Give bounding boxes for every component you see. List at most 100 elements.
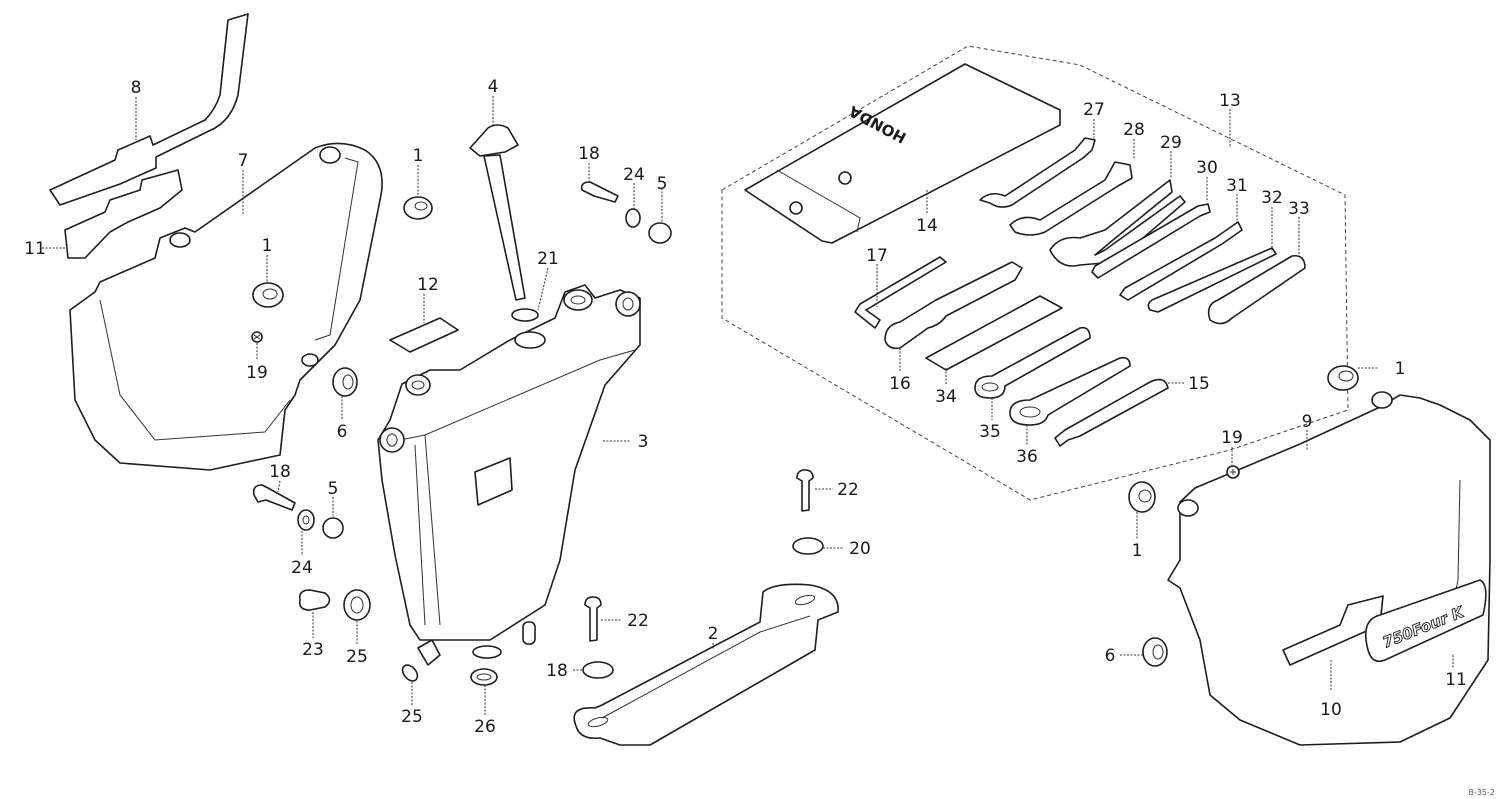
- part-30-screwdriver: [1091, 203, 1211, 279]
- ring-wrench-hole: [981, 382, 999, 392]
- cover-mount-peg-right-upper: [1371, 391, 1393, 409]
- part-11-emblem: [1364, 579, 1487, 663]
- callout-c13: 13: [1219, 91, 1241, 111]
- part-8-trim-strip: [49, 13, 249, 206]
- callout-c12: 12: [417, 275, 439, 295]
- callout-c28: 28: [1123, 120, 1145, 140]
- callout-c1a: 1: [262, 236, 273, 256]
- part-15-spanner: [1054, 378, 1169, 447]
- bracket-hole-right: [794, 594, 816, 606]
- callout-c4: 4: [488, 77, 499, 97]
- tool-bag-flap: [776, 169, 861, 233]
- callout-c19b: 19: [1221, 428, 1243, 448]
- part-29-pliers: [1049, 179, 1186, 267]
- part-6-grommet-left: [332, 367, 358, 397]
- grommet-hole: [1152, 644, 1164, 660]
- grommet-hole: [342, 374, 354, 390]
- part-25-washer-small: [401, 664, 419, 682]
- callout-c32: 32: [1261, 188, 1283, 208]
- callout-c5a: 5: [657, 174, 668, 194]
- callout-c34: 34: [935, 387, 957, 407]
- leader-lines: [42, 96, 1454, 715]
- left-side-cover-group: [49, 13, 433, 471]
- part-1-grommet-left: [252, 282, 284, 308]
- screw-cross: [1230, 469, 1236, 475]
- part-14-tool-bag: [744, 63, 1061, 244]
- right-side-cover-group: 750Four K: [1128, 365, 1491, 746]
- bracket-hole-left: [587, 716, 609, 728]
- part-22-bolt-upper: [796, 469, 814, 512]
- part-5-nut-lower: [322, 517, 344, 539]
- callout-c1c: 1: [1395, 359, 1406, 379]
- part-18-bolt-lower-left: [252, 484, 296, 511]
- part-25-washer-large: [343, 589, 371, 621]
- cover-mount-peg-bottom: [301, 353, 319, 367]
- callout-c15: 15: [1188, 374, 1210, 394]
- callout-c26: 26: [474, 717, 496, 737]
- grommet-hole: [476, 673, 492, 681]
- box-bottom-boss: [472, 645, 502, 659]
- box-edge-line: [424, 434, 441, 626]
- part-24-washer-lower: [297, 509, 315, 531]
- callout-c1d: 1: [1132, 541, 1143, 561]
- tool-bag-snap: [789, 201, 803, 215]
- callout-c22b: 22: [837, 480, 859, 500]
- cover-mount-peg-top: [319, 146, 341, 164]
- part-12-label: [389, 317, 459, 353]
- screw-slot: [253, 334, 261, 340]
- callout-c36: 36: [1016, 447, 1038, 467]
- callout-c2: 2: [708, 624, 719, 644]
- part-6-grommet-right: [1142, 637, 1168, 667]
- box-top-edge: [399, 349, 636, 441]
- part-24-washer-upper: [625, 208, 641, 228]
- part-18-bolt-upper: [580, 181, 619, 203]
- part-34-bar: [925, 295, 1063, 371]
- callout-c6a: 6: [337, 422, 348, 442]
- center-box-group: [377, 124, 641, 686]
- part-18-washer-lower: [582, 661, 614, 679]
- part-27-wrench: [979, 137, 1096, 208]
- part-28-wrench: [1009, 161, 1133, 236]
- callout-c16: 16: [889, 374, 911, 394]
- box-mount-eye-right: [615, 291, 641, 317]
- box-window: [474, 457, 513, 506]
- tool-kit-group: HONDA: [721, 45, 1349, 501]
- callout-c22a: 22: [627, 611, 649, 631]
- callout-c18a: 18: [578, 144, 600, 164]
- part-2-bracket: [573, 583, 839, 746]
- callout-c10: 10: [1320, 700, 1342, 720]
- part-1-grommet-right-upper: [1327, 365, 1359, 391]
- callout-c29: 29: [1160, 133, 1182, 153]
- callout-c17: 17: [866, 246, 888, 266]
- part-7-side-cover: [69, 142, 383, 471]
- callout-c20: 20: [849, 539, 871, 559]
- part-33-handle: [1207, 254, 1306, 325]
- bracket-edge: [601, 615, 811, 719]
- ring-wrench-hole: [1019, 406, 1041, 418]
- eye-hole: [622, 297, 634, 311]
- part-26-grommet: [470, 668, 498, 686]
- part-11-left-bracket: [64, 169, 183, 259]
- eye-hole: [570, 295, 586, 305]
- cover-mount-peg-right-lower: [1177, 499, 1199, 517]
- callout-c14: 14: [916, 216, 938, 236]
- callout-c27: 27: [1083, 100, 1105, 120]
- box-mount-eye-mid: [405, 374, 431, 396]
- callout-c33: 33: [1288, 199, 1310, 219]
- grommet-hole: [414, 201, 428, 211]
- part-36-ring-wrench: [1009, 356, 1131, 426]
- part-22-bolt-lower: [584, 596, 602, 642]
- callout-c30: 30: [1196, 158, 1218, 178]
- callout-c24a: 24: [623, 165, 645, 185]
- part-31-screwdriver: [1119, 221, 1243, 301]
- box-drain-fitting: [417, 639, 441, 666]
- part-17-hex-key: [854, 256, 947, 329]
- box-mount-eye-left: [379, 427, 405, 453]
- callout-c7: 7: [238, 151, 249, 171]
- part-4-dipstick-cap: [469, 124, 519, 157]
- box-mount-eye-top: [563, 289, 593, 311]
- callout-c25b: 25: [401, 707, 423, 727]
- part-16-plug-wrench: [884, 261, 1023, 350]
